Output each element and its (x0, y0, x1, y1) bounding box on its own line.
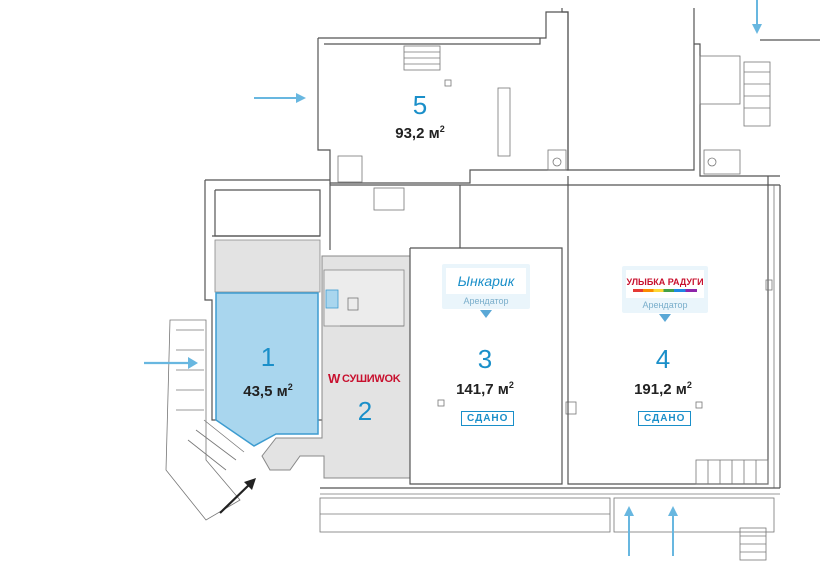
room-4-tenant-logo: УЛЫБКА РАДУГИ (626, 270, 704, 298)
room-1-number: 1 (260, 342, 276, 372)
room-3-status-badge: СДАНО (461, 411, 515, 426)
entrance-arrow-top-right (752, 0, 762, 34)
room-4-area: 191,2 м2 (634, 380, 692, 398)
room-3-label: 3 141,7 м2 (430, 346, 540, 398)
room-2-label: 2 (345, 398, 385, 424)
rainbow-stripe-icon (633, 288, 697, 292)
room-5-area: 93,2 м2 (395, 124, 445, 142)
room-3-tenant-pointer (480, 310, 492, 318)
room-3-outline (373, 185, 577, 485)
entrance-arrow-bottom-2 (668, 506, 678, 556)
entrance-arrow-room-1-corner (219, 478, 256, 514)
room-4-number: 4 (655, 344, 671, 374)
entrance-arrow-room-1 (144, 357, 198, 369)
room-1-area[interactable] (215, 292, 319, 447)
corridor-grey (214, 239, 321, 293)
entrance-arrow-bottom-1 (624, 506, 634, 556)
room-4-tenant-card[interactable]: УЛЫБКА РАДУГИ Арендатор (622, 266, 708, 322)
room-5-number: 5 (412, 90, 428, 120)
room-5-outline (317, 11, 569, 184)
sushiwok-logo: W СУШИWOK (328, 371, 401, 386)
room-1-area: 43,5 м2 (243, 382, 293, 400)
room-4-tenant-pointer (659, 314, 671, 322)
sushiwok-mark-icon: W (328, 371, 340, 386)
room-2-number: 2 (357, 396, 373, 426)
entrance-arrow-room-5 (254, 93, 306, 103)
room-4-outline (567, 176, 773, 485)
service-block-top-right (561, 8, 820, 177)
entrance-stairs-left (165, 319, 245, 521)
room-3-tenant-card[interactable]: Ынкарик Арендатор (442, 264, 530, 318)
room-3-number: 3 (477, 344, 493, 374)
room-4-status-badge: СДАНО (638, 411, 692, 426)
room-3-tenant-logo: Ынкарик (446, 268, 526, 294)
room-1-label: 1 43,5 м2 (220, 344, 316, 400)
room-4-label: 4 191,2 м2 (608, 346, 718, 398)
room-3-area: 141,7 м2 (456, 380, 514, 398)
room-5-label: 5 93,2 м2 (370, 92, 470, 142)
